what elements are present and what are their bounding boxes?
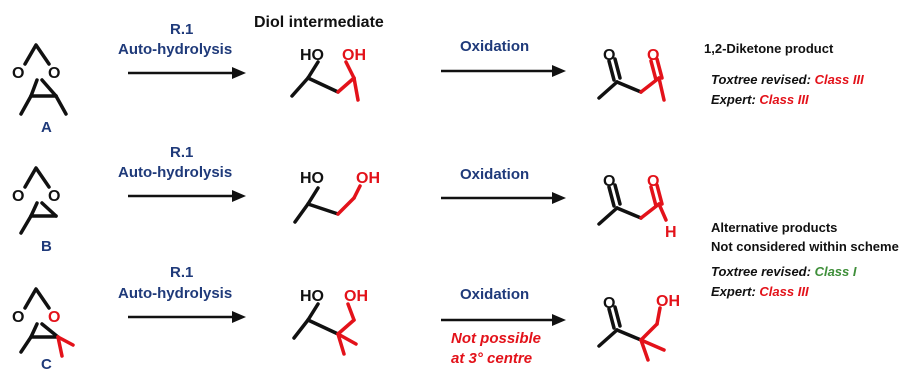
alternative-products-subtitle: Not considered within scheme	[711, 239, 899, 254]
toxtree-classification-c: Toxtree revised: Class I	[711, 264, 857, 279]
reactant-c: O O	[12, 287, 75, 358]
step-label: R.1	[170, 144, 193, 161]
ring-oxygen-label: O	[48, 309, 60, 326]
carbonyl-oxygen-label: O	[603, 47, 615, 64]
oxidation-label: Oxidation	[460, 286, 529, 303]
diol-intermediate-b: HO OH	[293, 170, 380, 224]
step-name: Auto-hydrolysis	[118, 41, 232, 58]
carbonyl-oxygen-label: O	[603, 295, 615, 312]
carbonyl-oxygen-label: O	[647, 173, 659, 190]
step-label: R.1	[170, 21, 193, 38]
oxidation-label: Oxidation	[460, 166, 529, 183]
oxidation-label: Oxidation	[460, 38, 529, 55]
step-name: Auto-hydrolysis	[118, 285, 232, 302]
ring-oxygen-label: O	[48, 65, 60, 82]
hydroxyl-label: HO	[300, 288, 324, 305]
step-label: R.1	[170, 264, 193, 281]
alternative-products-title: Alternative products	[711, 220, 837, 235]
compound-label-c: C	[41, 356, 52, 370]
expert-classification-c: Expert: Class III	[711, 284, 809, 299]
toxtree-classification-a: Toxtree revised: Class III	[711, 72, 864, 87]
hydroxyl-label: HO	[300, 47, 324, 64]
compound-label-a: A	[41, 119, 52, 136]
oxidation-not-possible-note: at 3° centre	[451, 350, 532, 367]
hydroxyl-label: OH	[342, 47, 366, 64]
diketone-product-title: 1,2-Diketone product	[704, 41, 834, 56]
diketone-product-a: O O	[597, 47, 666, 102]
oxidation-not-possible-note: Not possible	[451, 330, 541, 347]
reactant-a: O O	[12, 43, 68, 116]
ring-oxygen-label: O	[12, 188, 24, 205]
ring-oxygen-label: O	[12, 65, 24, 82]
hydroxyl-label: OH	[656, 293, 680, 310]
carbonyl-oxygen-label: O	[647, 47, 659, 64]
carbonyl-oxygen-label: O	[603, 173, 615, 190]
hydroxy-ketone-product-c: O OH	[597, 293, 680, 362]
hydroxyl-label: OH	[356, 170, 380, 187]
hydroxyl-label: OH	[344, 288, 368, 305]
diol-intermediate-header: Diol intermediate	[254, 14, 384, 31]
aldehyde-product-b: O O H	[597, 173, 677, 241]
compound-label-b: B	[41, 238, 52, 255]
aldehyde-hydrogen-label: H	[665, 224, 677, 241]
diol-intermediate-a: HO OH	[290, 47, 366, 102]
expert-classification-a: Expert: Class III	[711, 92, 809, 107]
step-name: Auto-hydrolysis	[118, 164, 232, 181]
ring-oxygen-label: O	[12, 309, 24, 326]
reactant-b: O O	[12, 166, 60, 235]
ring-oxygen-label: O	[48, 188, 60, 205]
hydroxyl-label: HO	[300, 170, 324, 187]
diol-intermediate-c: HO OH	[292, 288, 368, 356]
